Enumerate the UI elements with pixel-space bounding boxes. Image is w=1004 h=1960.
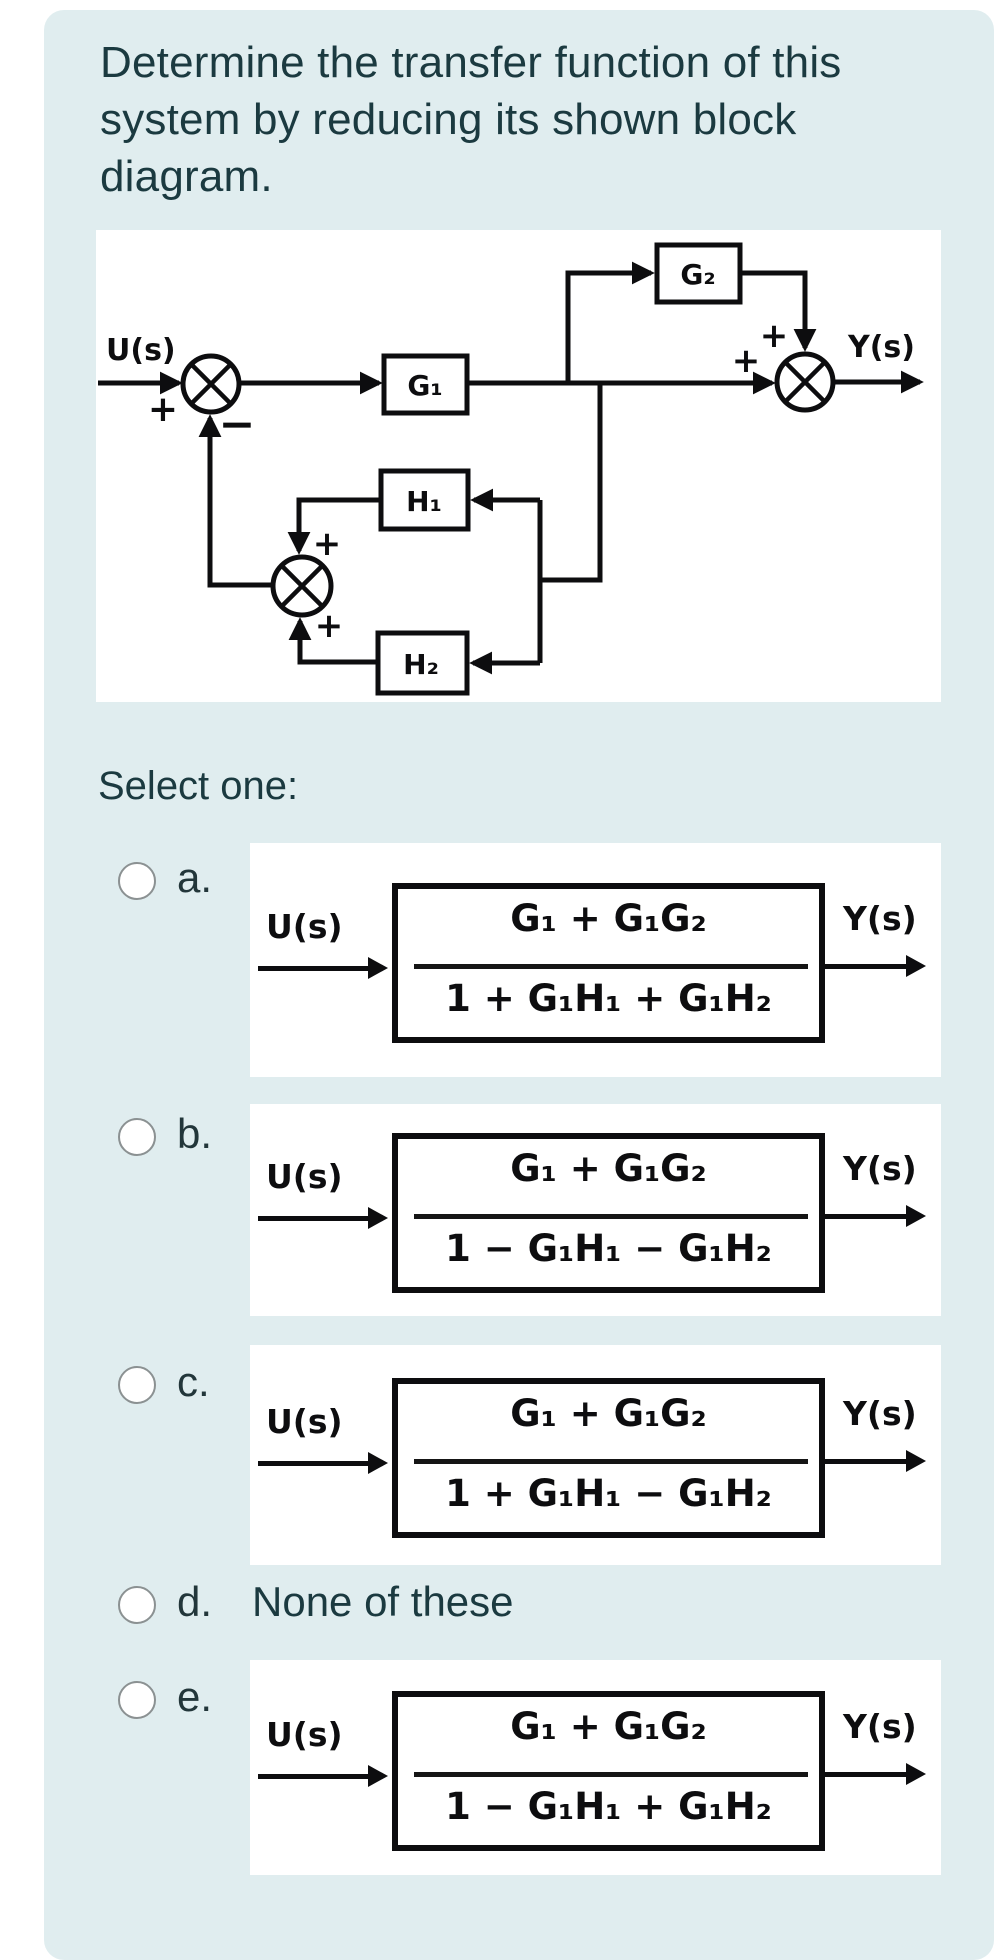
option-e-tf-box xyxy=(392,1690,825,1851)
input-signal-label: U(s) xyxy=(106,333,176,368)
h2-to-sum2-arrow xyxy=(288,617,378,665)
option-e-output-arrow xyxy=(823,1771,908,1777)
g1-block xyxy=(381,353,470,416)
option-b-input-label: U(s) xyxy=(266,1157,343,1196)
h1-to-sum2-arrow xyxy=(287,497,381,555)
branch-down-line xyxy=(540,383,603,583)
option-e-output-label: Y(s) xyxy=(843,1706,917,1746)
option-e-input-arrowhead xyxy=(368,1764,388,1787)
g2-to-sum3-arrow xyxy=(740,270,817,352)
option-c-output-arrow xyxy=(823,1459,908,1464)
option-c-output-label: Y(s) xyxy=(843,1394,917,1433)
radio-option-c[interactable] xyxy=(118,1366,156,1404)
option-e-letter: e. xyxy=(177,1673,213,1720)
block-diagram: U(s) Y(s) G₁ G₂ H₁ H₂ + − + + + + xyxy=(98,242,924,696)
sum3-cross xyxy=(783,360,827,404)
option-c-input-label: U(s) xyxy=(266,1402,343,1441)
option-b-denominator: 1 − G₁H₁ − G₁H₂ xyxy=(445,1227,772,1270)
sum2-bottom-plus-sign: + xyxy=(315,606,344,646)
option-b-output-label: Y(s) xyxy=(843,1149,917,1188)
option-a-diagram: U(s) G₁ + G₁G₂ 1 + G₁H₁ + G₁H₂ Y(s) xyxy=(250,843,941,1077)
option-b-output-arrow xyxy=(823,1214,908,1219)
g2-label: G₂ xyxy=(680,258,715,291)
g2-block xyxy=(654,242,743,305)
option-c-denominator: 1 + G₁H₁ − G₁H₂ xyxy=(445,1472,772,1515)
option-e-fraction-bar xyxy=(414,1771,808,1777)
option-a-output-arrow xyxy=(823,964,908,969)
radio-option-a[interactable] xyxy=(118,862,156,900)
block-diagram-panel: U(s) Y(s) G₁ G₂ H₁ H₂ + − + + + + xyxy=(96,230,941,702)
option-c-letter: c. xyxy=(177,1358,210,1405)
option-e-numerator: G₁ + G₁G₂ xyxy=(510,1704,707,1748)
h1-block xyxy=(378,468,471,532)
option-a-tf-box xyxy=(392,883,825,1043)
h1-label: H₁ xyxy=(406,485,442,518)
option-b-fraction-bar xyxy=(414,1214,808,1219)
h2-block xyxy=(375,630,470,696)
sum1-minus-sign: − xyxy=(219,399,256,450)
option-c-input-arrowhead xyxy=(368,1452,388,1474)
option-c-diagram: U(s) G₁ + G₁G₂ 1 + G₁H₁ − G₁H₂ Y(s) xyxy=(250,1345,941,1565)
output-signal-label: Y(s) xyxy=(847,330,915,365)
option-a-letter: a. xyxy=(177,854,213,901)
option-e-output-arrowhead xyxy=(906,1762,926,1785)
option-a-output-label: Y(s) xyxy=(843,899,917,938)
branch-to-g2-arrow xyxy=(565,261,655,383)
option-c-fraction-bar xyxy=(414,1459,808,1464)
option-e-diagram: U(s) G₁ + G₁G₂ 1 − G₁H₁ + G₁H₂ Y(s) xyxy=(250,1660,941,1875)
option-b-diagram: U(s) G₁ + G₁G₂ 1 − G₁H₁ − G₁H₂ Y(s) xyxy=(250,1104,941,1316)
sum3-left-plus-sign: + xyxy=(732,341,761,381)
select-one-label: Select one: xyxy=(98,764,299,808)
sum2-to-sum1-arrow xyxy=(198,414,273,588)
question-text: Determine the transfer function of this … xyxy=(100,38,842,202)
option-b-letter: b. xyxy=(177,1110,213,1157)
option-b-input-arrow xyxy=(258,1216,370,1221)
option-e-denominator: 1 − G₁H₁ + G₁H₂ xyxy=(445,1784,772,1828)
option-c-numerator: G₁ + G₁G₂ xyxy=(510,1392,707,1435)
option-a-fraction-bar xyxy=(414,964,808,969)
sum2-cross xyxy=(279,563,325,609)
option-c-output-arrowhead xyxy=(906,1450,926,1472)
option-e-input-label: U(s) xyxy=(266,1714,343,1754)
option-b-tf-box xyxy=(392,1133,825,1293)
sum1-cross xyxy=(189,362,233,406)
sum2-top-plus-sign: + xyxy=(313,524,342,564)
h2-label: H₂ xyxy=(403,648,439,681)
option-a-denominator: 1 + G₁H₁ + G₁H₂ xyxy=(445,977,772,1020)
option-b-output-arrowhead xyxy=(906,1205,926,1227)
radio-option-b[interactable] xyxy=(118,1118,156,1156)
option-b-input-arrowhead xyxy=(368,1207,388,1229)
option-d-letter: d. xyxy=(177,1578,213,1625)
option-a-numerator: G₁ + G₁G₂ xyxy=(510,897,707,940)
option-c-tf-box xyxy=(392,1378,825,1538)
sum1-plus-sign: + xyxy=(148,389,178,430)
option-a-input-arrow xyxy=(258,966,370,971)
option-b-numerator: G₁ + G₁G₂ xyxy=(510,1147,707,1190)
sum3-top-plus-sign: + xyxy=(760,316,789,356)
g1-label: G₁ xyxy=(407,369,442,402)
option-a-input-arrowhead xyxy=(368,957,388,979)
option-a-input-label: U(s) xyxy=(266,907,343,946)
radio-option-e[interactable] xyxy=(118,1681,156,1719)
option-a-output-arrowhead xyxy=(906,955,926,977)
option-e-input-arrow xyxy=(258,1773,370,1779)
option-c-input-arrow xyxy=(258,1461,370,1466)
radio-option-d[interactable] xyxy=(118,1586,156,1624)
option-d-text: None of these xyxy=(252,1578,514,1625)
